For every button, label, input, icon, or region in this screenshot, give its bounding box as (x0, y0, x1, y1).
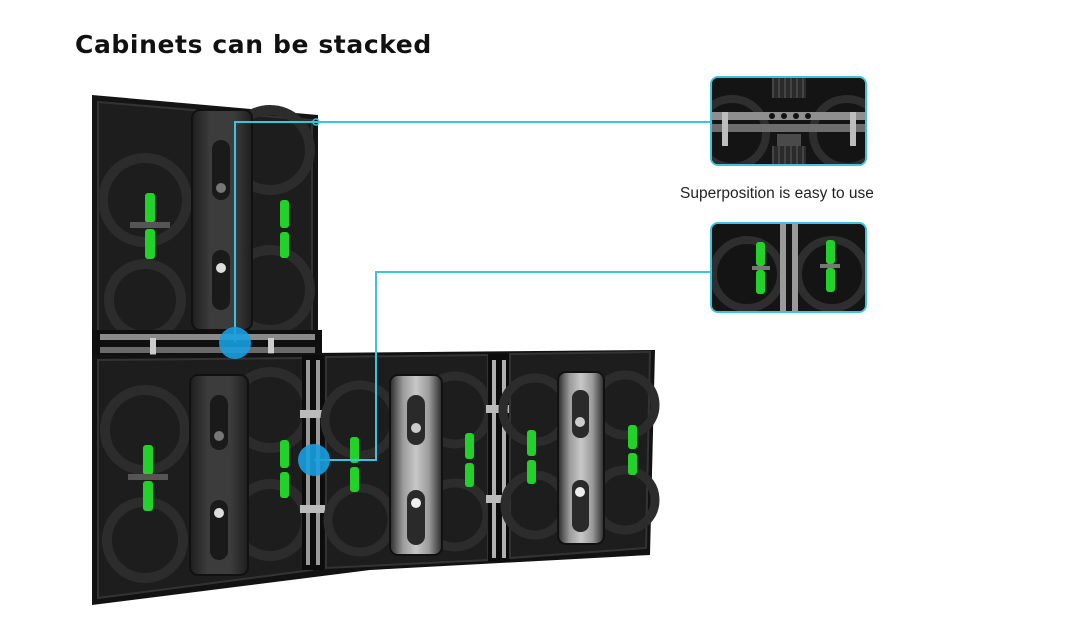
callout-dot-top (219, 327, 251, 359)
green-handle (145, 229, 155, 259)
green-handle (280, 232, 289, 258)
green-handle (280, 472, 289, 498)
green-handle (465, 463, 474, 487)
page-title: Cabinets can be stacked (75, 30, 432, 59)
center-panel (389, 374, 443, 556)
callout-dot-bottom (298, 444, 330, 476)
green-handle (350, 437, 359, 463)
center-panel (189, 374, 249, 576)
callout-line-top (234, 121, 712, 342)
green-handle (527, 430, 536, 456)
green-handle (280, 200, 289, 228)
green-handle (465, 433, 474, 459)
joint-detail-image (712, 78, 865, 164)
green-handle (143, 445, 153, 475)
caption-text: Superposition is easy to use (680, 185, 874, 202)
callout-lines (234, 118, 712, 461)
green-handle (143, 481, 153, 511)
detail-thumbnail-handles (710, 222, 867, 313)
green-handle (280, 440, 289, 468)
green-handle (145, 193, 155, 223)
handles-detail-image (712, 224, 865, 311)
center-panel (557, 371, 605, 545)
side-joint-2 (486, 354, 512, 562)
green-handle (527, 460, 536, 484)
cabinet-bottom-1 (97, 356, 313, 600)
green-handle (628, 453, 637, 475)
cabinet-top-left (92, 95, 318, 341)
cabinet-bottom-3 (498, 350, 660, 560)
callout-line-bottom (314, 271, 712, 461)
green-handle (628, 425, 637, 449)
cabinet-bottom-2 (320, 353, 494, 570)
detail-thumbnail-joint (710, 76, 867, 166)
green-handle (350, 467, 359, 492)
